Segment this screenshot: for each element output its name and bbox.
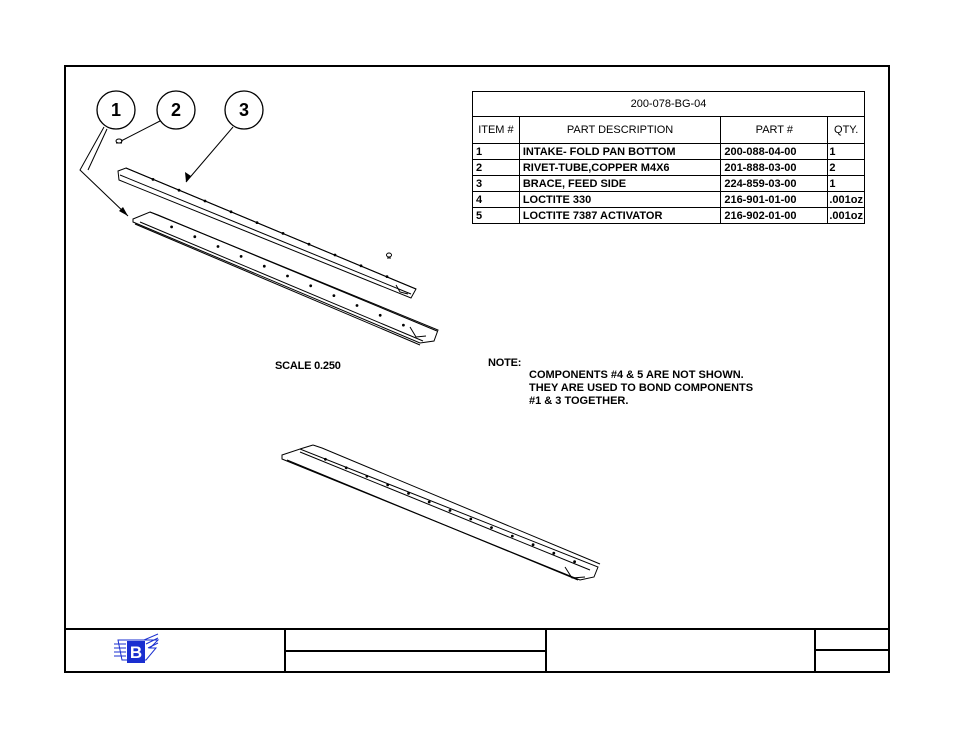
part-number: 201-888-03-00: [720, 159, 829, 176]
assembled-rivet: [510, 534, 514, 538]
title-block: [65, 628, 889, 672]
part-number: 216-902-01-00: [720, 207, 829, 224]
scale-label: SCALE 0.250: [275, 360, 341, 372]
assembled-rivets: [324, 457, 576, 564]
part-number: 200-088-04-00: [720, 143, 829, 160]
company-logo: B: [114, 633, 160, 663]
leader-lines: [79, 120, 234, 217]
brace-hole: [281, 232, 285, 235]
bom-row: 5 LOCTITE 7387 ACTIVATOR 216-902-01-00 .…: [472, 207, 865, 224]
header-description: PART DESCRIPTION: [518, 116, 722, 144]
note-body: COMPONENTS #4 & 5 ARE NOT SHOWN. THEY AR…: [529, 369, 753, 408]
brace-hole: [177, 188, 181, 192]
part-description: LOCTITE 330: [518, 191, 722, 208]
item-number: 2: [472, 159, 520, 176]
brace-hole: [333, 253, 337, 257]
rivet-part: [115, 138, 123, 144]
bom-row: 4 LOCTITE 330 216-901-01-00 .001oz: [472, 191, 865, 208]
assembled-rivet: [427, 500, 431, 504]
brace-hole: [151, 178, 155, 181]
header-qty: QTY.: [827, 116, 865, 144]
assembled-rivet: [386, 483, 390, 487]
pan-hole: [239, 255, 243, 258]
bom-row: 1 INTAKE- FOLD PAN BOTTOM 200-088-04-00 …: [472, 143, 865, 160]
brace-hole: [255, 221, 259, 225]
balloon-1: [96, 90, 136, 130]
part-description: INTAKE- FOLD PAN BOTTOM: [518, 143, 722, 160]
bom-row: 2 RIVET-TUBE,COPPER M4X6 201-888-03-00 2: [472, 159, 865, 176]
assembled-rivet: [365, 474, 369, 478]
pan-hole: [216, 245, 220, 248]
quantity: 1: [827, 143, 865, 160]
pan-hole: [170, 225, 174, 229]
item-number: 1: [472, 143, 520, 160]
pan-hole: [193, 235, 197, 239]
assembled-rivet: [552, 551, 556, 555]
balloon-label-2: 2: [170, 100, 181, 120]
pan-hole: [262, 264, 266, 268]
note-line: #1 & 3 TOGETHER.: [529, 395, 629, 407]
quantity: 1: [827, 175, 865, 192]
brace-hole: [359, 264, 363, 268]
pan-hole: [355, 304, 359, 307]
part-number: 216-901-01-00: [720, 191, 829, 208]
header-item: ITEM #: [472, 116, 520, 144]
pan-hole: [378, 313, 382, 317]
assembled-rivet: [573, 560, 576, 564]
assembled-rivet: [324, 457, 327, 461]
note-line: THEY ARE USED TO BOND COMPONENTS: [529, 382, 754, 394]
quantity: 2: [827, 159, 865, 176]
brace-hole: [307, 242, 311, 246]
bill-of-materials-table: 200-078-BG-04 ITEM # PART DESCRIPTION PA…: [472, 91, 865, 224]
assembled-rivet: [448, 509, 452, 512]
pan-hole: [309, 284, 313, 288]
part-description: RIVET-TUBE,COPPER M4X6: [518, 159, 722, 176]
note-line: COMPONENTS #4 & 5 ARE NOT SHOWN.: [529, 369, 744, 381]
balloon-label-3: 3: [238, 100, 249, 120]
brace-hole: [229, 210, 233, 214]
part-number: 224-859-03-00: [720, 175, 829, 192]
assembled-rivet: [469, 517, 473, 521]
balloon-3: [224, 90, 264, 130]
fold-pan-holes-exploded: [170, 225, 405, 327]
assembled-rivet: [407, 492, 410, 495]
item-number: 3: [472, 175, 520, 192]
svg-text:B: B: [130, 643, 142, 662]
part-description: LOCTITE 7387 ACTIVATOR: [518, 207, 722, 224]
header-part-number: PART #: [720, 116, 829, 144]
leader-arrowheads: [119, 172, 191, 216]
pan-hole: [286, 274, 289, 278]
pan-hole: [402, 323, 405, 327]
brace-part-exploded: [117, 167, 417, 299]
assembled-part: [281, 444, 601, 581]
part-description: BRACE, FEED SIDE: [518, 175, 722, 192]
sheet-border: [64, 65, 890, 673]
brace-hole: [385, 275, 389, 278]
quantity: .001oz: [827, 207, 865, 224]
drawing-number: 200-078-BG-04: [472, 91, 865, 117]
assembled-rivet: [490, 526, 493, 529]
brace-hole: [203, 199, 207, 203]
item-number: 5: [472, 207, 520, 224]
assembled-rivet: [344, 466, 348, 470]
loose-rivet: [386, 252, 392, 259]
assembled-rivet: [531, 543, 535, 547]
balloon-2: [156, 90, 196, 130]
item-number: 4: [472, 191, 520, 208]
quantity: .001oz: [827, 191, 865, 208]
fold-pan-part-exploded: [132, 211, 439, 346]
brace-holes-exploded: [151, 178, 389, 278]
note-title: NOTE:: [488, 357, 522, 369]
balloon-label-1: 1: [110, 100, 121, 120]
bom-row: 3 BRACE, FEED SIDE 224-859-03-00 1: [472, 175, 865, 192]
pan-hole: [332, 294, 336, 297]
